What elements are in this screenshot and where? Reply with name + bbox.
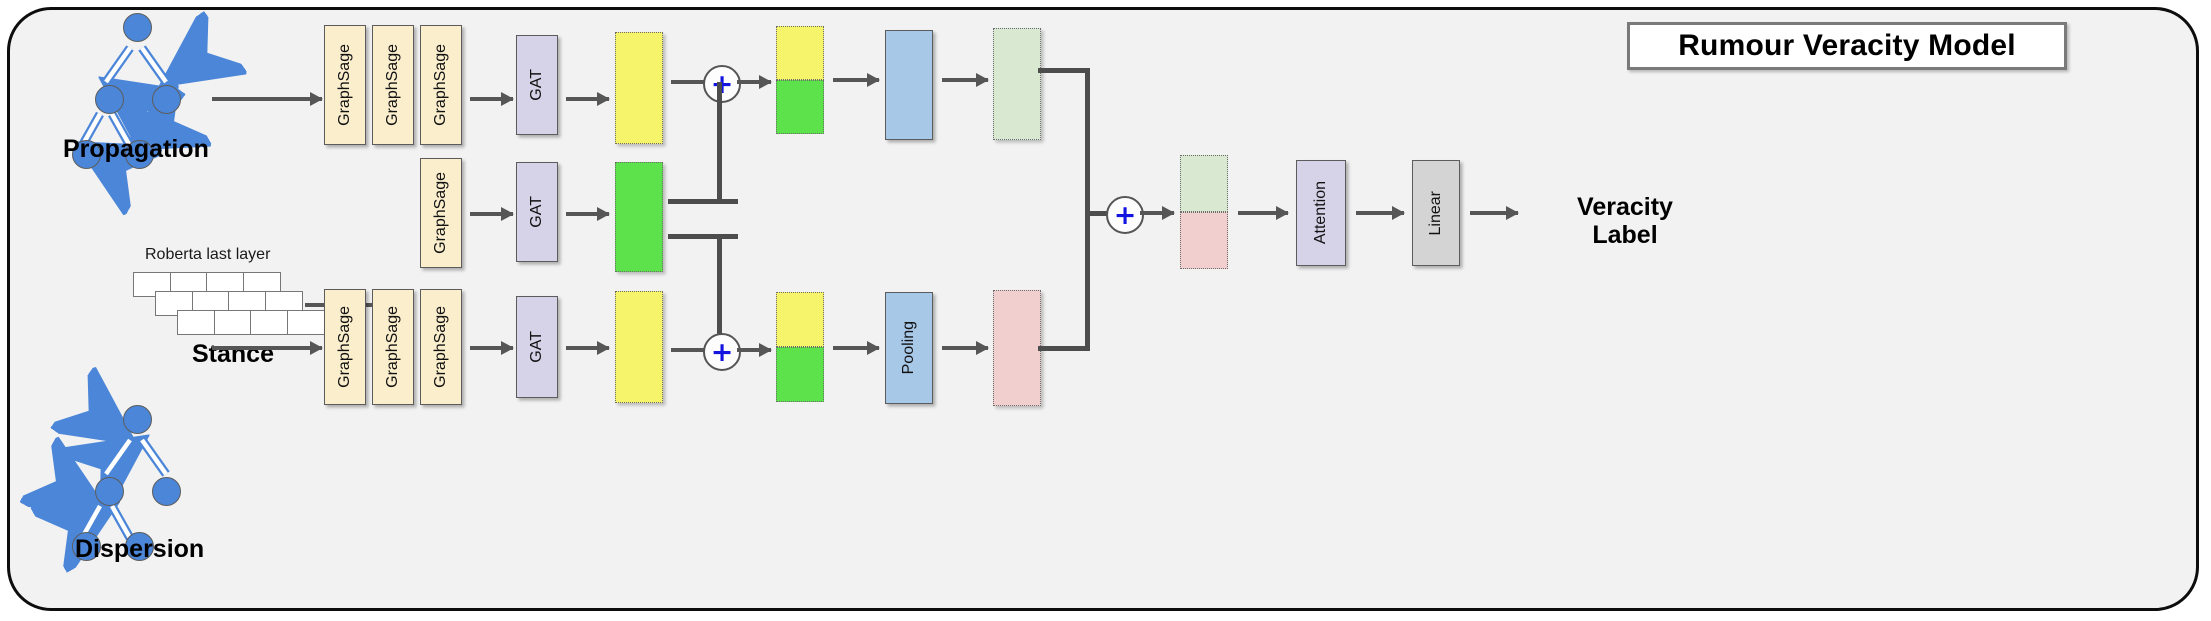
veracity-label-output: Veracity Label — [1577, 193, 1673, 249]
arrow-top-concat-to-pool — [833, 73, 880, 87]
graphsage-label: GraphSage — [432, 172, 449, 254]
stance-route-h-down — [668, 234, 738, 239]
plus-node-bottom[interactable]: + — [703, 333, 741, 371]
graphsage-box-top-2[interactable]: GraphSage — [372, 25, 414, 145]
output-vector-dispersion — [993, 290, 1041, 406]
fusion-route-bot-v — [1085, 213, 1090, 348]
dispersion-node-root — [123, 405, 152, 434]
concat-segment-pink — [1180, 212, 1228, 269]
pooling-box-top[interactable] — [885, 30, 933, 140]
attention-box[interactable]: Attention — [1296, 160, 1346, 266]
concat-vector-fusion — [1180, 155, 1228, 269]
gat-label: GAT — [528, 69, 545, 101]
gat-label: GAT — [528, 196, 545, 228]
concat-vector-top — [776, 26, 824, 134]
graphsage-label: GraphSage — [432, 44, 449, 126]
fusion-route-bot-h — [1038, 346, 1090, 351]
dispersion-node-l2b — [125, 532, 154, 561]
plus-icon: + — [1113, 199, 1137, 231]
propagation-node-l1a — [95, 85, 124, 114]
fusion-route-into-plus — [1085, 211, 1110, 216]
arrow-bot-concat-to-pool — [833, 341, 880, 355]
arrow-mid-sage-to-gat — [470, 207, 514, 221]
arrow-bot-sage-to-gat — [470, 341, 514, 355]
graphsage-label: GraphSage — [384, 306, 401, 388]
gat-box-bot[interactable]: GAT — [516, 296, 558, 398]
graphsage-label: GraphSage — [336, 44, 353, 126]
propagation-caption: Propagation — [63, 135, 209, 163]
model-title: Rumour Veracity Model — [1627, 22, 2067, 70]
arrow-propagation-to-graphsage — [212, 92, 323, 106]
graphsage-label: GraphSage — [336, 306, 353, 388]
pooling-box-bottom[interactable]: Pooling — [885, 292, 933, 404]
fusion-route-top-h — [1038, 68, 1090, 73]
gat-label: GAT — [528, 331, 545, 363]
propagation-node-l2a — [72, 140, 101, 169]
dispersion-node-l2a — [72, 532, 101, 561]
stance-token-cell — [250, 310, 288, 335]
propagation-node-l2b — [125, 140, 154, 169]
line-bot-feature-to-plus — [671, 348, 705, 352]
stance-sublabel: Roberta last layer — [145, 246, 271, 263]
concat-vector-bottom — [776, 292, 824, 402]
stance-token-cell — [286, 310, 325, 335]
plus-node-fusion[interactable]: + — [1106, 196, 1144, 234]
arrow-bot-gat-to-feature — [566, 341, 610, 355]
graphsage-box-bot-1[interactable]: GraphSage — [324, 289, 366, 405]
plus-icon: + — [710, 68, 734, 100]
output-vector-propagation — [993, 28, 1041, 140]
stance-route-v-up — [717, 82, 722, 202]
concat-segment-green — [776, 347, 824, 402]
linear-box[interactable]: Linear — [1412, 160, 1460, 266]
feature-vector-stance-green — [615, 162, 663, 272]
concat-segment-yellow — [776, 26, 824, 80]
stance-route-v-down — [717, 234, 722, 352]
graphsage-label: GraphSage — [432, 306, 449, 388]
plus-node-top[interactable]: + — [703, 65, 741, 103]
arrow-bot-plus-to-concat — [737, 343, 772, 357]
propagation-node-l1b — [152, 85, 181, 114]
concat-segment-green — [776, 80, 824, 134]
graphsage-box-top-3[interactable]: GraphSage — [420, 25, 462, 145]
graphsage-box-top-1[interactable]: GraphSage — [324, 25, 366, 145]
propagation-node-root — [123, 13, 152, 42]
linear-label: Linear — [1427, 190, 1444, 236]
arrow-top-sage-to-gat — [470, 92, 514, 106]
arrow-top-plus-to-concat — [737, 75, 772, 89]
stance-token-cell — [177, 310, 215, 335]
dispersion-tree-edges — [70, 410, 170, 570]
attention-label: Attention — [1312, 181, 1329, 245]
stance-token-cell — [213, 310, 252, 335]
graphsage-box-bot-2[interactable]: GraphSage — [372, 289, 414, 405]
stance-route-h-up — [668, 199, 738, 204]
dispersion-node-l1b — [152, 477, 181, 506]
stance-caption: Stance — [192, 340, 274, 368]
arrow-concat-to-attention — [1238, 206, 1289, 220]
graphsage-label: GraphSage — [384, 44, 401, 126]
arrow-dispersion-to-graphsage — [212, 341, 323, 355]
dispersion-caption: Dispersion — [75, 535, 205, 563]
line-top-feature-to-plus — [671, 80, 705, 84]
gat-box-top[interactable]: GAT — [516, 35, 558, 135]
stance-token-row-3 — [177, 310, 325, 335]
arrow-fusion-to-concat — [1140, 206, 1175, 220]
arrow-attention-to-linear — [1356, 206, 1405, 220]
concat-segment-light-green — [1180, 155, 1228, 212]
pooling-label: Pooling — [900, 321, 917, 375]
concat-segment-yellow — [776, 292, 824, 347]
feature-vector-top-yellow — [615, 32, 663, 144]
arrow-mid-gat-to-feature — [566, 207, 610, 221]
graphsage-box-bot-3[interactable]: GraphSage — [420, 289, 462, 405]
graphsage-box-mid-1[interactable]: GraphSage — [420, 158, 462, 268]
arrow-linear-to-output — [1470, 206, 1519, 220]
plus-icon: + — [710, 336, 734, 368]
gat-box-mid[interactable]: GAT — [516, 162, 558, 262]
arrow-top-gat-to-feature — [566, 92, 610, 106]
arrow-top-pool-to-output — [942, 73, 989, 87]
feature-vector-bot-yellow — [615, 291, 663, 403]
dispersion-node-l1a — [95, 477, 124, 506]
fusion-route-top-v — [1085, 68, 1090, 213]
arrow-bot-pool-to-output — [942, 341, 989, 355]
